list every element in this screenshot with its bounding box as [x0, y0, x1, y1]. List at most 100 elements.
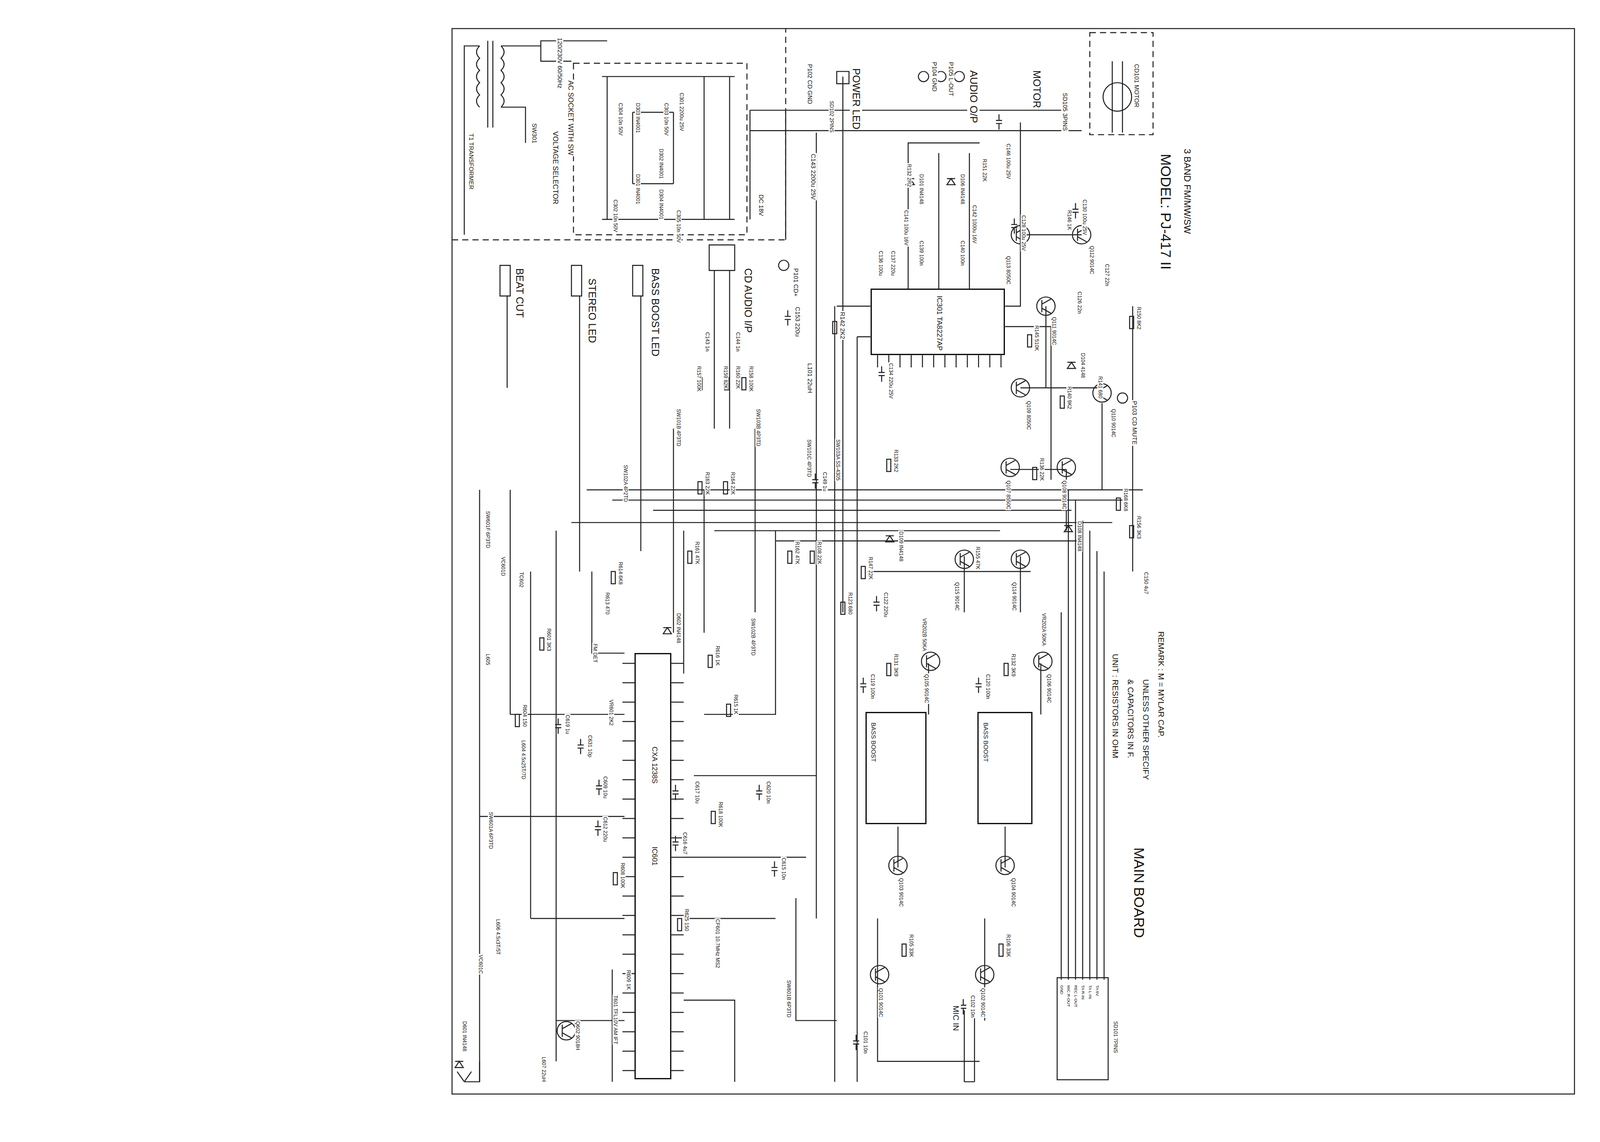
component-label: R155 47K: [974, 545, 981, 571]
component-label: SW103A SS-4305: [834, 438, 841, 482]
component-label: SW102A 4P2TD: [622, 464, 629, 504]
resistor-symbol: [840, 602, 846, 615]
component-label: VR601 2K2: [608, 698, 615, 727]
capacitor-symbol: [784, 310, 791, 326]
resistor-symbol: [1032, 467, 1037, 480]
component-label: R157 100K: [695, 365, 702, 393]
component-label: C149 1u: [821, 471, 828, 493]
capacitor-symbol: [996, 114, 1002, 130]
ic-pin: [876, 355, 878, 368]
resistor-symbol: [515, 714, 520, 727]
transistor-symbol: [870, 965, 889, 984]
component-label: L607 22uH: [540, 1056, 547, 1083]
component-label: R168 6K8: [1122, 487, 1129, 512]
component-label: R163 22K: [704, 471, 710, 496]
component-label: C137 220u: [889, 250, 896, 277]
transformer-symbol: [476, 40, 504, 128]
component-label: C143 2200u 25V: [809, 153, 817, 201]
component-label: C619 1u: [564, 714, 571, 735]
component-label: R106 33K: [1004, 933, 1011, 958]
transistor-symbol: [562, 1024, 572, 1039]
tone-block: BASS BOOST: [977, 712, 1033, 825]
component-label: R158 100K: [748, 365, 755, 393]
connector-symbol: [1057, 977, 1108, 1080]
transistor-symbol: [1011, 550, 1030, 569]
component-label: R151 22K: [981, 158, 988, 183]
mains-wire: [464, 40, 607, 235]
resistor-symbol: [832, 321, 838, 334]
capacitor-symbol: [1011, 218, 1018, 234]
component-label: Q602 9018H: [574, 1020, 581, 1052]
transistor-symbol: [1057, 458, 1076, 477]
resistor-symbol: [687, 551, 693, 564]
ic-pin: [671, 1050, 684, 1052]
component-label: Q112 9014C: [1088, 244, 1095, 276]
component-label: C140 100n: [959, 239, 966, 267]
motor-region: [1089, 32, 1153, 135]
capacitor-symbol: [960, 999, 966, 1015]
component-label: C142 1000u 16V: [971, 204, 978, 245]
capacitor-symbol: [672, 784, 679, 801]
transistor-symbol: [1006, 460, 1016, 475]
ic-pin: [671, 857, 684, 858]
component-label: C153 220u: [793, 306, 802, 338]
ic-pin: [933, 355, 935, 368]
component-label: C620 10n: [765, 780, 772, 805]
component-label: SW101C 4P3TD: [806, 438, 813, 479]
component-label: R608 100K: [619, 862, 626, 890]
component-label: R159 82K: [722, 365, 729, 390]
component-label: SD102 2PINS: [828, 100, 835, 134]
resistor-symbol: [726, 704, 731, 717]
component-label: R618 100K: [717, 801, 724, 829]
component-label: SD101 7PINS: [1112, 1020, 1119, 1055]
component-label: SW601B 6P3TD: [785, 979, 792, 1019]
component-label: L606 4.5x3T/5T: [495, 918, 501, 956]
block-label: BASS BOOST: [869, 721, 877, 763]
capacitor-symbol: [577, 739, 584, 755]
transistor-symbol: [1016, 380, 1026, 396]
component-label: CD101 MOTOR: [1132, 63, 1140, 109]
component-label: T1 TRANSFORMER: [467, 132, 475, 191]
motor-symbol: [1103, 61, 1132, 134]
ic-pin: [899, 355, 901, 368]
mic-jack: [964, 1010, 975, 1083]
component-label: Q110 9014C: [1110, 408, 1116, 439]
component-label: VC601D: [500, 556, 507, 577]
ic-pin: [1000, 355, 1002, 368]
component-label: MIC R-OUT: [1066, 984, 1072, 1008]
component-label: SW102B 4P3TD: [750, 617, 757, 657]
component-label: D601 IN4148: [461, 1020, 468, 1053]
ic-pin: [622, 954, 635, 955]
ic-pin: [622, 662, 635, 664]
component-label: R133 2K2: [893, 448, 899, 474]
ic-pin: [671, 1012, 684, 1013]
amp-wire: [836, 122, 1052, 480]
capacitor-symbol: [873, 596, 880, 612]
ic-pin: [910, 355, 912, 368]
component-label: R604 150: [521, 704, 528, 728]
component-label: SD105 3PINS: [1061, 91, 1069, 132]
component-label: R132 2R2: [906, 163, 913, 188]
resistor-symbol: [886, 663, 891, 676]
component-label: Q109 8050C: [1025, 400, 1032, 431]
component-label: R145 510K: [1033, 324, 1040, 352]
preamp-wire: [867, 556, 1041, 1062]
component-label: R108 22K: [816, 540, 823, 565]
resistor-symbol: [861, 566, 866, 579]
component-label: R160 22K: [734, 365, 741, 390]
component-label: R140 9K2: [1066, 385, 1073, 410]
component-label: Q104 9014C: [1010, 877, 1016, 908]
component-label: C144 1n: [734, 331, 741, 353]
ic-pin: [966, 355, 968, 368]
ic-pin: [921, 355, 923, 368]
capacitor-symbol: [595, 820, 602, 836]
component-label: C143 1n: [704, 331, 710, 353]
ic-pin: [989, 355, 991, 368]
ic-pin: [671, 1031, 684, 1033]
component-label: C141 100u 16V: [903, 209, 910, 247]
component-label: C102 10n: [969, 994, 976, 1019]
resistor-symbol: [708, 655, 713, 668]
component-label: R616 1K: [714, 645, 721, 667]
transistor-symbol: [926, 654, 936, 669]
